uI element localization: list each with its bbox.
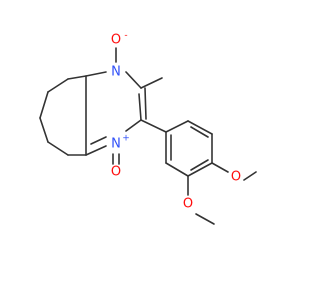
bond xyxy=(67,75,87,80)
bond xyxy=(39,91,49,119)
atom-label-o: O xyxy=(111,33,121,48)
bond xyxy=(125,71,142,89)
bond xyxy=(190,159,209,171)
atom-label-o: O xyxy=(231,170,241,185)
bond xyxy=(243,171,257,181)
bond xyxy=(138,93,142,121)
bond xyxy=(144,87,147,120)
atom-charge-negative: - xyxy=(124,31,127,41)
bond xyxy=(187,120,213,135)
atom-label-o: O xyxy=(111,165,121,180)
structure-diagram: N O - N + O O O xyxy=(39,30,257,225)
bond xyxy=(90,136,107,145)
bond xyxy=(47,141,69,156)
bond xyxy=(85,71,107,77)
bond xyxy=(125,119,142,132)
atom-label-n: N xyxy=(111,65,121,80)
molecule-svg: N O - N + O O O xyxy=(39,31,257,225)
bond xyxy=(190,126,209,138)
bond xyxy=(165,162,189,177)
bond xyxy=(85,145,107,156)
bond xyxy=(140,119,167,133)
bond xyxy=(165,120,189,133)
bond xyxy=(140,77,163,89)
bond xyxy=(195,213,215,225)
atom-charge-positive: + xyxy=(122,134,130,144)
bond xyxy=(187,162,213,177)
bond xyxy=(47,78,69,93)
atom-label-n: N xyxy=(111,137,121,152)
bond xyxy=(39,117,49,143)
atom-label-o: O xyxy=(183,197,193,212)
bond xyxy=(211,162,229,173)
